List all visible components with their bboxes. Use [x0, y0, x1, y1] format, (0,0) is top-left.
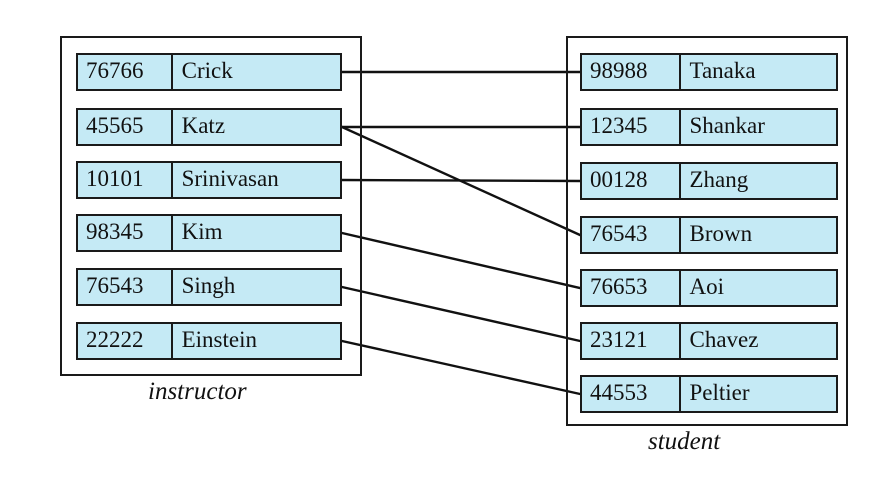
table-row[interactable]: 12345 Shankar: [580, 108, 838, 146]
student-name-cell: Zhang: [678, 164, 837, 198]
student-id-cell: 76543: [590, 221, 648, 246]
instructor-id-cell: 10101: [86, 166, 144, 191]
table-row[interactable]: 76653 Aoi: [580, 269, 838, 307]
instructor-relation-caption: instructor: [148, 378, 247, 405]
link-10101-00128: [340, 178, 582, 183]
student-name-cell: Peltier: [678, 377, 837, 411]
instructor-id-cell: 98345: [86, 219, 144, 244]
instructor-id-cell: 76766: [86, 58, 144, 83]
table-row[interactable]: 22222 Einstein: [76, 322, 342, 360]
instructor-name-cell: Katz: [170, 110, 340, 144]
student-id-cell: 23121: [590, 327, 648, 352]
instructor-id-cell: 76543: [86, 273, 144, 298]
student-name-cell: Tanaka: [678, 55, 837, 89]
table-row[interactable]: 10101 Srinivasan: [76, 161, 342, 199]
student-id-cell: 98988: [590, 58, 648, 83]
instructor-name-cell: Kim: [170, 216, 340, 250]
table-row[interactable]: 98345 Kim: [76, 214, 342, 252]
student-id-cell: 00128: [590, 167, 648, 192]
student-name-cell: Chavez: [678, 324, 837, 358]
instructor-relation-box: [60, 36, 362, 376]
instructor-id-cell: 22222: [86, 327, 144, 352]
instructor-name-cell: Srinivasan: [170, 163, 340, 197]
student-name-cell: Brown: [678, 218, 837, 252]
student-id-cell: 76653: [590, 274, 648, 299]
student-name-cell: Shankar: [678, 110, 837, 144]
student-relation-box: [566, 36, 848, 426]
instructor-name-cell: Singh: [170, 270, 340, 304]
table-row[interactable]: 98988 Tanaka: [580, 53, 838, 91]
table-row[interactable]: 23121 Chavez: [580, 322, 838, 360]
link-98345-76653: [340, 231, 582, 290]
table-row[interactable]: 76766 Crick: [76, 53, 342, 91]
link-76543-23121: [340, 285, 582, 343]
table-row[interactable]: 76543 Singh: [76, 268, 342, 306]
table-row[interactable]: 76543 Brown: [580, 216, 838, 254]
student-id-cell: 44553: [590, 380, 648, 405]
instructor-name-cell: Crick: [170, 55, 340, 89]
student-relation-caption: student: [648, 428, 721, 455]
table-row[interactable]: 00128 Zhang: [580, 162, 838, 200]
link-22222-44553: [340, 339, 582, 396]
student-name-cell: Aoi: [678, 271, 837, 305]
instructor-name-cell: Einstein: [170, 324, 340, 358]
instructor-id-cell: 45565: [86, 113, 144, 138]
table-row[interactable]: 44553 Peltier: [580, 375, 838, 413]
student-id-cell: 12345: [590, 113, 648, 138]
table-row[interactable]: 45565 Katz: [76, 108, 342, 146]
